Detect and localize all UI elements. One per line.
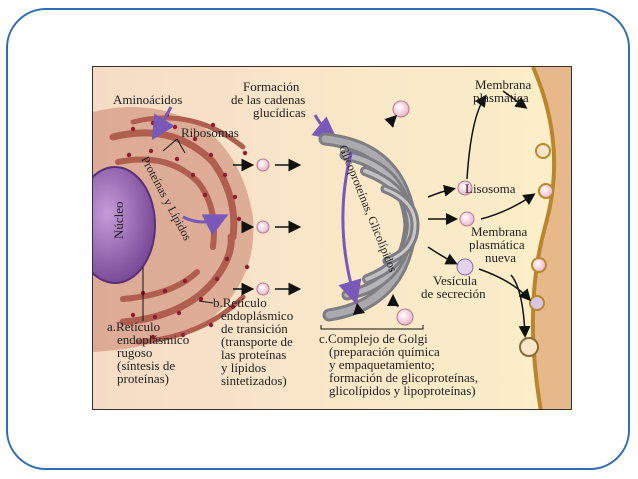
- label-b-1: b.Retículo: [213, 295, 267, 310]
- extracellular-region: [532, 67, 571, 409]
- label-membrana-2: plasmática: [473, 90, 529, 105]
- golgi-complex: [318, 132, 420, 322]
- label-b-3: de transición: [221, 321, 288, 336]
- exocytosis-vesicle: [529, 295, 545, 311]
- cell-diagram: Aminoácidos Formación de las cadenas glu…: [92, 66, 572, 410]
- label-c-3: y empaquetamiento;: [329, 357, 435, 372]
- secretion-vesicle-fusing: [519, 337, 539, 357]
- leader-lines: [142, 138, 424, 330]
- label-membrana-nueva-1: Membrana: [471, 224, 528, 239]
- membrane-vesicle: [538, 183, 554, 199]
- label-aminoacidos: Aminoácidos: [113, 92, 182, 107]
- membrane-vesicle-2: [531, 257, 547, 273]
- label-c-2: (preparación química: [329, 344, 440, 359]
- nucleus: [93, 166, 156, 284]
- label-membrana-nueva-2: plasmática: [469, 237, 525, 252]
- golgi-exit-arrowhead: [353, 303, 365, 315]
- label-nucleo: Núcleo: [111, 201, 126, 239]
- membrane-pocket: [535, 143, 551, 159]
- label-b-2: endoplásmico: [221, 308, 293, 323]
- label-a-1: a.Retículo: [107, 319, 160, 334]
- label-b-7: sintetizados): [221, 373, 287, 388]
- diagram-svg: Aminoácidos Formación de las cadenas glu…: [93, 67, 571, 409]
- er-transport-arrow: [182, 214, 229, 236]
- label-b-4: (transporte de: [221, 334, 293, 349]
- label-a-5: proteínas): [117, 371, 169, 386]
- label-c-5: glicolípidos y lipoproteínas): [329, 383, 476, 398]
- label-b-6: y lípidos: [221, 360, 266, 375]
- label-formacion-3: glucídicas: [253, 105, 306, 120]
- label-c-4: formación de glicoproteínas,: [329, 370, 478, 385]
- transport-arrows: [233, 158, 302, 296]
- label-formacion-1: Formación: [243, 79, 300, 94]
- label-a-2: endoplásmico: [117, 332, 189, 347]
- label-vesicula-2: de secreción: [421, 286, 486, 301]
- label-b-5: las proteínas: [221, 347, 286, 362]
- label-membrana-nueva-3: nueva: [485, 250, 516, 265]
- label-formacion-2: de las cadenas: [231, 92, 305, 107]
- rough-er: [93, 107, 254, 352]
- aminoacid-arrow: [151, 106, 175, 141]
- label-ribosomas: Ribosomas: [181, 125, 239, 140]
- label-lisosoma: Lisosoma: [465, 181, 516, 196]
- golgi-vesicles: [384, 90, 536, 338]
- label-a-4: (síntesis de: [117, 358, 175, 373]
- label-a-3: rugoso: [117, 345, 152, 360]
- label-membrana-1: Membrana: [475, 77, 532, 92]
- label-c-1: c.Complejo de Golgi: [319, 331, 428, 346]
- label-vesicula-1: Vesícula: [433, 273, 477, 288]
